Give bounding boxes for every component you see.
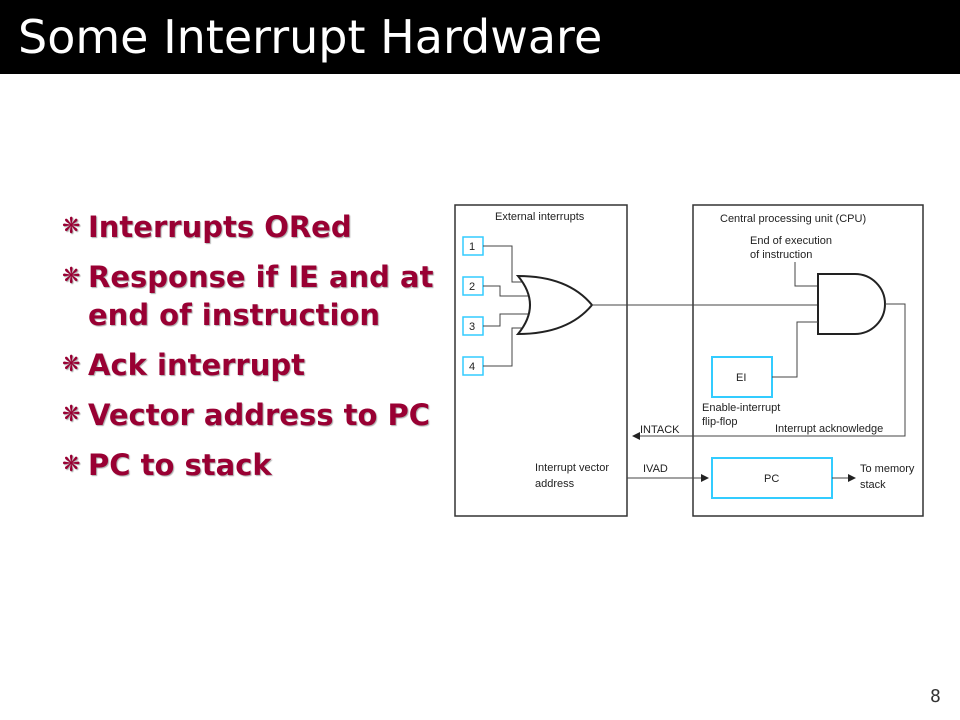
cpu-panel xyxy=(692,204,924,517)
page-number: 8 xyxy=(930,686,941,707)
enable-interrupt-label-2: flip-flop xyxy=(702,416,737,428)
intack-wire xyxy=(632,303,906,440)
and-gate xyxy=(817,273,886,335)
interrupt-source-label: 2 xyxy=(469,281,475,293)
to-memory-label: To memory xyxy=(860,463,915,475)
intack-label: INTACK xyxy=(640,424,680,436)
bullet-star-icon: ❋ xyxy=(62,352,81,377)
bullet-item: ❋Ack interrupt xyxy=(62,348,306,382)
external-interrupts-label: External interrupts xyxy=(495,211,585,223)
ei-label: EI xyxy=(736,372,746,384)
ei-flip-flop xyxy=(711,356,773,398)
to-memory-label-2: stack xyxy=(860,479,886,491)
interrupt-source-label: 1 xyxy=(469,241,475,253)
title-bar: Some Interrupt Hardware xyxy=(0,0,960,74)
end-of-execution-wire xyxy=(794,262,818,287)
end-of-execution-label-2: of instruction xyxy=(750,249,812,261)
bullet-star-icon: ❋ xyxy=(62,214,81,239)
interrupt-source-label: 4 xyxy=(469,361,475,373)
interrupt-source-label: 3 xyxy=(469,321,475,333)
interrupt-vector-label: Interrupt vector xyxy=(535,462,609,474)
or-gate xyxy=(515,274,594,336)
bullet-star-icon: ❋ xyxy=(62,452,81,477)
bullet-star-icon: ❋ xyxy=(62,264,81,289)
source-wires xyxy=(483,245,530,367)
enable-interrupt-label: Enable-interrupt xyxy=(702,402,780,414)
slide-title: Some Interrupt Hardware xyxy=(18,10,603,64)
bullet-item: ❋Response if IE and at end of instructio… xyxy=(62,260,434,332)
pc-register xyxy=(711,457,833,499)
interrupt-vector-label-2: address xyxy=(535,478,575,490)
cpu-label: Central processing unit (CPU) xyxy=(720,213,866,225)
interrupt-acknowledge-label: Interrupt acknowledge xyxy=(775,423,883,435)
bullet-list: ❋Interrupts ORed ❋Response if IE and at … xyxy=(62,208,442,496)
pc-label: PC xyxy=(764,473,779,485)
bullet-item: ❋Interrupts ORed xyxy=(62,210,352,244)
ei-output-wire xyxy=(772,321,818,378)
external-interrupts-panel xyxy=(454,204,628,517)
interrupt-hardware-diagram: External interrupts Central processing u… xyxy=(454,204,924,517)
end-of-execution-label: End of execution xyxy=(750,235,832,247)
bullet-star-icon: ❋ xyxy=(62,402,81,427)
bullet-item: ❋PC to stack xyxy=(62,448,272,482)
bullet-item: ❋Vector address to PC xyxy=(62,398,430,432)
ivad-label: IVAD xyxy=(643,463,668,475)
